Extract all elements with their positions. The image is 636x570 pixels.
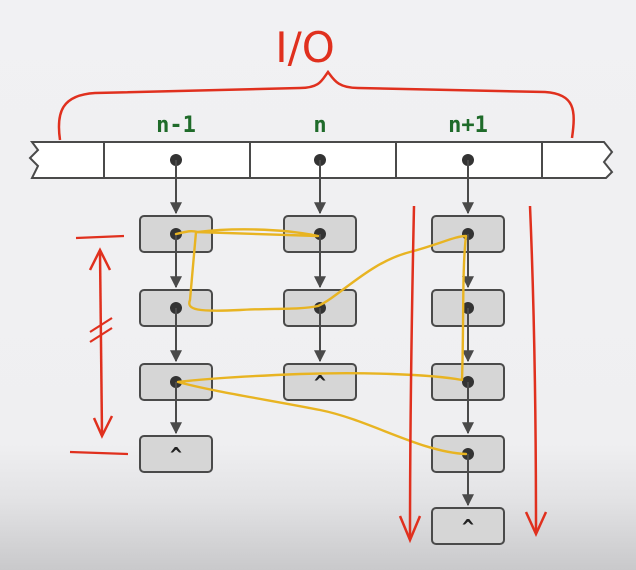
array-left-torn-edge (28, 141, 105, 179)
null-marker: ^ (462, 515, 474, 539)
io-bracket (57, 69, 575, 141)
list-node-null (431, 507, 505, 545)
array-right-torn-edge (541, 141, 614, 179)
right-scan-arrow (528, 205, 538, 533)
left-scan-arrow (408, 205, 416, 539)
null-marker: ^ (170, 443, 182, 467)
chain-length-annotation (69, 234, 129, 456)
down-arrow-head (92, 415, 114, 439)
null-marker: ^ (314, 371, 326, 395)
list-node-null (139, 435, 213, 473)
traversal-path (174, 228, 468, 456)
column-label-n-plus-1: n+1 (448, 113, 488, 138)
scan-arrows (398, 205, 548, 544)
bucket-pointers (170, 154, 474, 215)
column-label-n-minus-1: n-1 (156, 113, 196, 138)
bottom-tick (69, 450, 129, 456)
top-tick (75, 234, 125, 240)
column-label-n: n (313, 113, 326, 138)
slash-mark (89, 327, 113, 343)
length-line (98, 251, 104, 435)
chain-n-plus-1: ^ (431, 215, 505, 545)
chain-n-minus-1: ^ (139, 215, 213, 473)
up-arrow-head (88, 247, 112, 271)
slash-mark (89, 317, 113, 333)
left-scan-arrow-head (398, 515, 422, 544)
diagram-title: I/O (275, 23, 335, 72)
right-scan-arrow-head (524, 511, 548, 538)
